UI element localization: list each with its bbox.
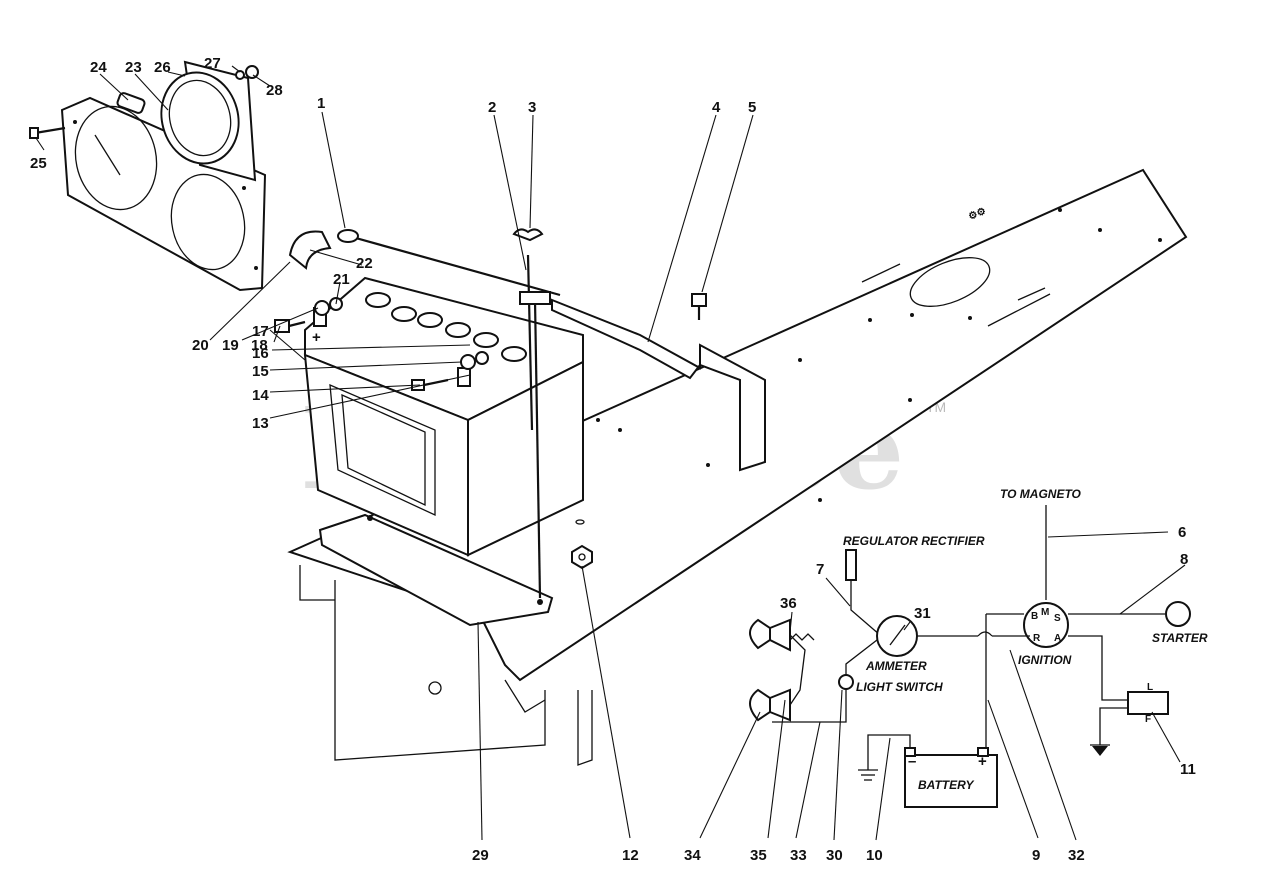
callout-6: 6 — [1178, 524, 1186, 541]
callout-13: 13 — [252, 415, 269, 432]
callout-20: 20 — [192, 337, 209, 354]
bolt — [691, 293, 707, 320]
callout-33: 33 — [790, 847, 807, 864]
label-ign-r: R — [1033, 633, 1041, 644]
ignition-switch-symbol — [1023, 602, 1069, 648]
callout-11: 11 — [1180, 761, 1196, 778]
label-starter: STARTER — [1152, 631, 1208, 645]
callout-15: 15 — [252, 363, 269, 380]
callout-12: 12 — [622, 847, 639, 864]
label-plug-l: L — [1147, 682, 1153, 693]
callout-31: 31 — [914, 605, 931, 622]
headlight-top — [749, 618, 791, 652]
label-to-magneto: TO MAGNETO — [1000, 487, 1082, 501]
svg-text:⚙⚙: ⚙⚙ — [967, 206, 988, 223]
callout-10: 10 — [866, 847, 883, 864]
battery-symbol — [904, 754, 998, 808]
label-plug-f: F — [1145, 714, 1151, 725]
callout-14: 14 — [252, 387, 269, 404]
label-ignition: IGNITION — [1018, 653, 1072, 667]
callout-7: 7 — [816, 561, 824, 578]
callout-36: 36 — [780, 595, 797, 612]
callout-3: 3 — [528, 99, 536, 116]
battery-bracket — [551, 298, 766, 472]
plug-symbol — [1127, 691, 1169, 715]
starter-symbol — [1165, 601, 1191, 627]
callout-28: 28 — [266, 82, 283, 99]
grommet-elbow — [288, 230, 332, 270]
label-ign-m: M — [1041, 607, 1049, 618]
gauge-panel — [60, 96, 267, 292]
callout-2: 2 — [488, 99, 496, 116]
callout-32: 32 — [1068, 847, 1085, 864]
leader-lines — [35, 65, 1186, 841]
vent-caps — [365, 292, 527, 362]
callout-17: 17 — [252, 323, 269, 340]
ammeter-assembly — [116, 60, 259, 182]
callout-24: 24 — [90, 59, 107, 76]
callout-9: 9 — [1032, 847, 1040, 864]
callout-23: 23 — [125, 59, 142, 76]
callout-1: 1 — [317, 95, 325, 112]
callout-26: 26 — [154, 59, 171, 76]
label-ign-a: A — [1054, 633, 1061, 644]
label-battery: BATTERY — [918, 778, 975, 792]
callout-34: 34 — [684, 847, 701, 864]
callout-25: 25 — [30, 155, 47, 172]
label-regulator-rectifier: REGULATOR RECTIFIER — [843, 534, 985, 548]
panel-screw — [29, 126, 66, 139]
regulator-rectifier-symbol — [845, 549, 857, 581]
svg-text:+: + — [312, 329, 321, 346]
wiring-schematic — [749, 505, 1191, 808]
callout-27: 27 — [204, 55, 221, 72]
nut — [571, 519, 593, 570]
callout-35: 35 — [750, 847, 767, 864]
callout-21: 21 — [333, 271, 350, 288]
label-battery-plus: + — [978, 753, 987, 770]
callout-18: 18 — [251, 337, 268, 354]
callout-5: 5 — [748, 99, 756, 116]
label-light-switch: LIGHT SWITCH — [856, 680, 943, 694]
label-battery-minus: – — [908, 753, 916, 770]
callout-16: 16 — [252, 345, 269, 362]
hold-down-rod — [337, 229, 561, 599]
label-ammeter: AMMETER — [865, 659, 927, 673]
label-ign-b: B — [1031, 611, 1038, 622]
light-switch-symbol — [838, 674, 854, 690]
label-ign-s: S — [1054, 613, 1061, 624]
callout-8: 8 — [1180, 551, 1188, 568]
callout-29: 29 — [472, 847, 489, 864]
headlight-bottom — [749, 688, 791, 722]
battery-tray — [318, 513, 554, 627]
terminal-hardware — [274, 297, 489, 391]
callout-4: 4 — [712, 99, 721, 116]
callout-19: 19 — [222, 337, 239, 354]
callout-22: 22 — [356, 255, 373, 272]
callouts: 1 2 3 4 5 6 7 8 9 10 11 12 13 14 15 16 1… — [30, 55, 1196, 864]
callout-30: 30 — [826, 847, 843, 864]
